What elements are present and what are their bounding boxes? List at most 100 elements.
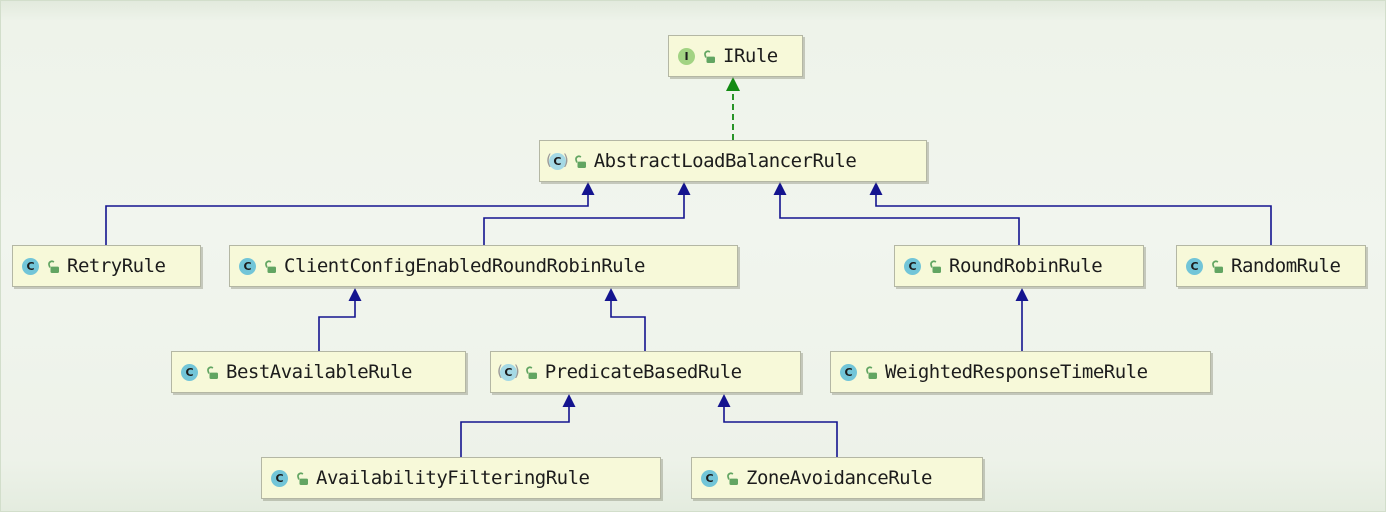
extends-edge-line	[779, 194, 1020, 245]
class-circle-icon: C	[1186, 257, 1203, 275]
extends-arrowhead-icon	[581, 182, 595, 195]
interface-circle-icon: I	[678, 47, 695, 65]
padlock-shackle-icon	[48, 260, 55, 268]
class-node-availabilityfilteringrule[interactable]: C AvailabilityFilteringRule	[261, 457, 661, 499]
padlock-body-icon	[1214, 266, 1223, 273]
class-name-label: BestAvailableRule	[226, 361, 412, 383]
unlocked-padlock-icon	[866, 366, 877, 379]
padlock-shackle-icon	[297, 472, 304, 480]
class-circle-icon: C	[701, 469, 718, 487]
class-name-label: PredicateBasedRule	[544, 361, 742, 383]
unlocked-padlock-icon	[207, 366, 218, 379]
padlock-body-icon	[932, 266, 941, 273]
class-circle-icon: C	[548, 152, 566, 170]
class-node-randomrule[interactable]: C RandomRule	[1176, 245, 1366, 287]
abstract-paren-open: (	[546, 150, 552, 169]
class-node-bestavailablerule[interactable]: C BestAvailableRule	[171, 351, 466, 393]
padlock-shackle-icon	[525, 366, 533, 374]
extends-arrowhead-icon	[717, 394, 731, 407]
extends-arrowhead-icon	[677, 182, 691, 195]
class-node-roundrobinrule[interactable]: C RoundRobinRule	[894, 245, 1144, 287]
extends-edge-line	[875, 194, 1272, 245]
abstract-paren-close: )	[513, 361, 520, 380]
padlock-body-icon	[706, 56, 715, 63]
implements-arrowhead-icon	[726, 77, 740, 91]
class-node-abstractloadbalancerrule[interactable]: ( C ) AbstractLoadBalancerRule	[539, 140, 927, 182]
padlock-body-icon	[577, 161, 586, 168]
unlocked-padlock-icon	[1212, 260, 1223, 273]
extends-arrowhead-icon	[604, 288, 618, 301]
padlock-body-icon	[729, 478, 738, 485]
class-name-label: RoundRobinRule	[949, 255, 1103, 277]
extends-edge-line	[105, 194, 589, 245]
class-icon: C	[904, 257, 921, 275]
edge-weightedresponsetimerule-extends	[1015, 288, 1029, 351]
class-circle-icon: C	[239, 257, 256, 275]
padlock-shackle-icon	[930, 260, 937, 268]
abstract-class-icon: ( C )	[546, 150, 569, 170]
edge-clientconfigenabledroundrobinrule-extends	[483, 182, 691, 245]
edge-roundrobinrule-extends	[773, 182, 1020, 245]
extends-arrowhead-icon	[773, 182, 787, 195]
padlock-body-icon	[868, 372, 877, 379]
padlock-shackle-icon	[207, 366, 214, 374]
abstract-paren-close: )	[562, 150, 569, 169]
class-icon: C	[840, 363, 857, 381]
class-icon: C	[701, 469, 718, 487]
class-name-label: AbstractLoadBalancerRule	[593, 150, 857, 172]
class-node-irule[interactable]: I IRule	[668, 35, 803, 77]
class-node-retryrule[interactable]: C RetryRule	[12, 245, 201, 287]
padlock-shackle-icon	[704, 50, 711, 58]
padlock-shackle-icon	[265, 260, 272, 268]
padlock-shackle-icon	[574, 155, 582, 163]
extends-arrowhead-icon	[348, 288, 362, 301]
class-node-clientconfigenabledroundrobinrule[interactable]: C ClientConfigEnabledRoundRobinRule	[229, 245, 738, 287]
extends-edge-line	[610, 300, 646, 351]
padlock-shackle-icon	[1212, 260, 1219, 268]
edge-availabilityfilteringrule-extends	[460, 394, 576, 457]
padlock-body-icon	[209, 372, 218, 379]
unlocked-padlock-icon	[297, 472, 308, 485]
extends-edge-line	[460, 406, 570, 457]
padlock-body-icon	[50, 266, 59, 273]
padlock-body-icon	[299, 478, 308, 485]
unlocked-padlock-icon	[574, 155, 586, 168]
class-circle-icon: C	[271, 469, 288, 487]
class-circle-icon: C	[499, 363, 517, 381]
unlocked-padlock-icon	[525, 366, 537, 379]
edge-abstractloadbalancerrule-implements-irule	[726, 77, 740, 140]
class-node-weightedresponsetimerule[interactable]: C WeightedResponseTimeRule	[830, 351, 1211, 393]
abstract-class-icon: ( C )	[497, 361, 520, 381]
edge-randomrule-extends	[869, 182, 1272, 245]
unlocked-padlock-icon	[930, 260, 941, 273]
class-circle-icon: C	[904, 257, 921, 275]
extends-edge-line	[483, 194, 685, 245]
class-node-zoneavoidancerule[interactable]: C ZoneAvoidanceRule	[691, 457, 983, 499]
class-icon: C	[181, 363, 198, 381]
unlocked-padlock-icon	[48, 260, 59, 273]
class-name-label: RetryRule	[67, 255, 166, 277]
edge-zoneavoidancerule-extends	[717, 394, 838, 457]
abstract-paren-open: (	[497, 361, 503, 380]
padlock-body-icon	[267, 266, 276, 273]
padlock-shackle-icon	[866, 366, 873, 374]
interface-icon: I	[678, 47, 695, 65]
class-name-label: ClientConfigEnabledRoundRobinRule	[284, 255, 646, 277]
extends-edge-line	[318, 300, 356, 351]
edge-bestavailablerule-extends	[318, 288, 362, 351]
class-node-predicatebasedrule[interactable]: ( C ) PredicateBasedRule	[490, 351, 801, 393]
class-circle-icon: C	[22, 257, 39, 275]
edge-predicatebasedrule-extends	[604, 288, 646, 351]
class-name-label: ZoneAvoidanceRule	[746, 467, 932, 489]
class-icon: C	[239, 257, 256, 275]
extends-arrowhead-icon	[869, 182, 883, 195]
class-icon: C	[22, 257, 39, 275]
class-circle-icon: C	[181, 363, 198, 381]
class-icon: C	[271, 469, 288, 487]
class-name-label: RandomRule	[1231, 255, 1341, 277]
unlocked-padlock-icon	[704, 50, 715, 63]
extends-edge-line	[723, 406, 838, 457]
padlock-shackle-icon	[727, 472, 734, 480]
